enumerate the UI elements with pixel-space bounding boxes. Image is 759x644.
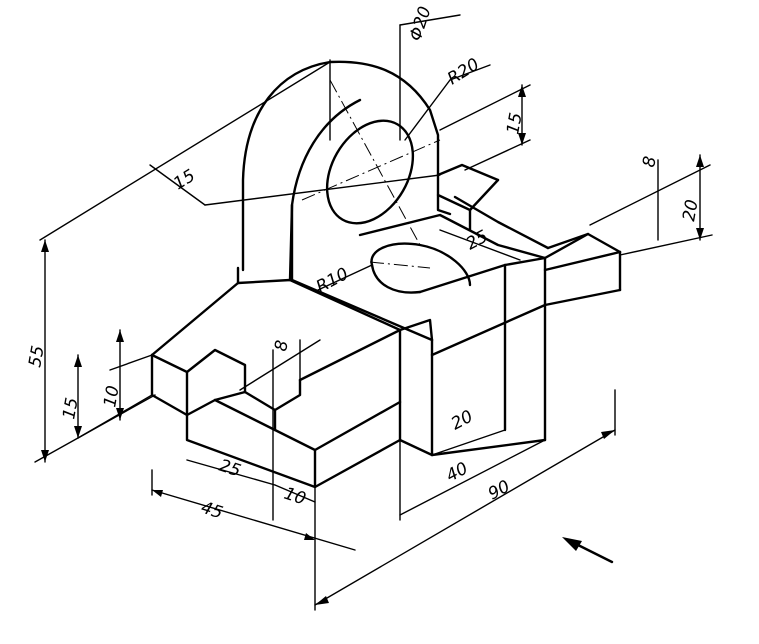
label-55: 55 [25,344,48,369]
label-45: 45 [198,498,225,524]
label-10-step: 10 [100,384,123,409]
label-20-right: 20 [679,198,702,223]
dimension-labels: Φ20 R20 15 15 8 20 25 R10 55 15 10 8 25 … [25,4,702,523]
label-r20: R20 [444,55,483,90]
label-15-left: 15 [170,166,199,194]
dimension-lines [34,14,713,611]
label-40: 40 [443,459,471,487]
label-15-base: 15 [59,396,82,421]
label-phi20: Φ20 [406,4,436,43]
part-outline [150,60,622,489]
label-r10: R10 [313,264,352,297]
label-15-top: 15 [503,111,526,136]
label-20-bottom: 20 [448,407,476,435]
view-direction-arrow [562,537,614,564]
dimension-arrowheads [41,85,704,605]
label-10-front: 10 [281,484,308,510]
label-90: 90 [485,477,513,505]
hole-centerlines [301,79,441,269]
label-8-notch: 8 [271,339,293,353]
label-8-right: 8 [639,155,661,169]
label-25-slot: 25 [463,227,491,255]
